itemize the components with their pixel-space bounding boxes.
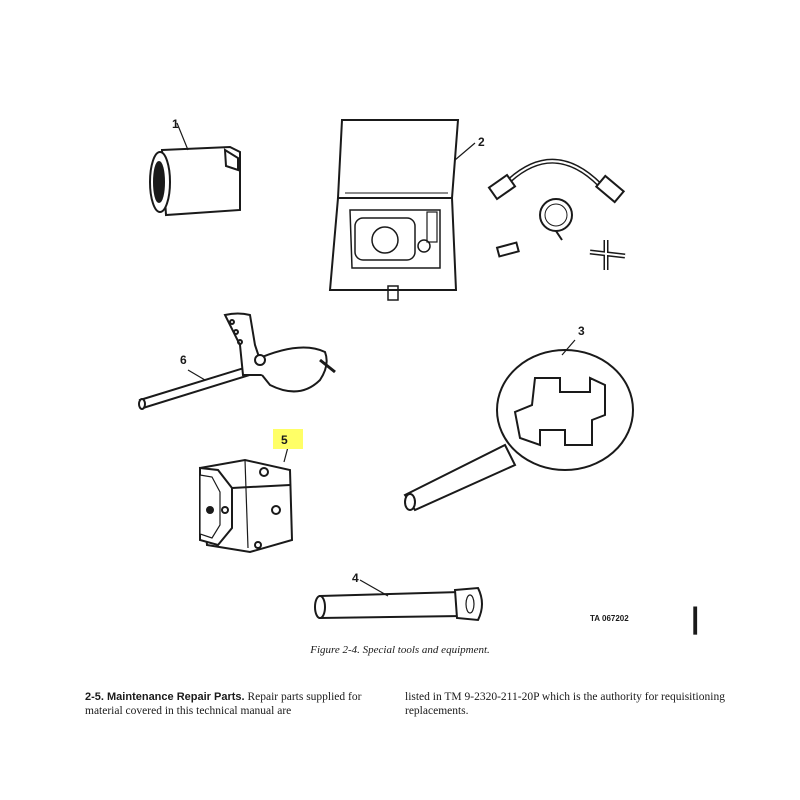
callout-1: 1 xyxy=(172,117,179,131)
section-body-right: listed in TM 9-2320-211-20P which is the… xyxy=(405,691,725,717)
tool-socket-sleeve xyxy=(149,122,241,217)
tool-hex-socket xyxy=(198,446,294,554)
callout-5: 5 xyxy=(281,433,288,447)
figure-caption: Figure 2-4. Special tools and equipment. xyxy=(310,644,490,656)
section-heading: 2-5. Maintenance Repair Parts. xyxy=(85,691,245,703)
special-tools-illustration: 1 2 6 xyxy=(138,117,699,635)
tool-pressure-gauge-kit xyxy=(487,158,626,270)
tool-spanner-wrench xyxy=(138,312,336,410)
callout-2: 2 xyxy=(478,135,485,149)
callout-5-highlight xyxy=(273,429,303,449)
callout-3: 3 xyxy=(578,324,585,338)
document-number: TA 067202 xyxy=(590,614,629,623)
tool-socket-bar xyxy=(314,579,483,622)
section-body-left: Repair parts supplied for material cover… xyxy=(85,691,362,717)
tool-kit-box xyxy=(328,119,476,301)
tool-cross-wrench xyxy=(403,339,634,512)
paragraph-right-column: listed in TM 9-2320-211-20P which is the… xyxy=(405,690,725,718)
callout-6: 6 xyxy=(180,353,187,367)
callout-4: 4 xyxy=(352,571,359,585)
paragraph-left-column: 2-5. Maintenance Repair Parts. Repair pa… xyxy=(85,690,385,718)
change-bar: | xyxy=(691,602,699,635)
